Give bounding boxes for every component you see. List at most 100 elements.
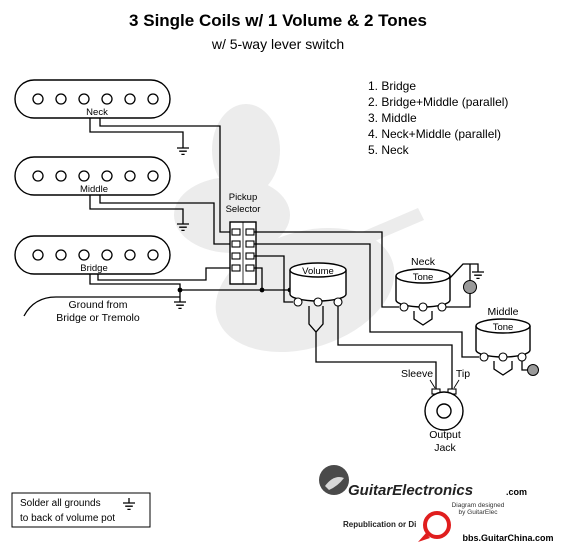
neck-tone-pot: Neck Tone xyxy=(395,256,485,326)
switch-position-list: 1. Bridge 2. Bridge+Middle (parallel) 3.… xyxy=(368,79,508,157)
bridge-pickup-label: Bridge xyxy=(80,263,107,274)
output-jack: Sleeve Tip Output Jack xyxy=(401,368,470,454)
diagram-title: 3 Single Coils w/ 1 Volume & 2 Tones xyxy=(129,11,427,30)
photo-shoulders xyxy=(174,177,290,253)
neck-pickup: Neck xyxy=(14,79,171,119)
control-wiring xyxy=(177,231,479,389)
pole-piece xyxy=(78,93,90,105)
diagram-subtitle: w/ 5-way lever switch xyxy=(211,36,344,52)
volume-pot: Volume xyxy=(289,262,347,333)
wire-middle-tone-cap xyxy=(521,361,527,371)
logo-figure-guitar-icon xyxy=(325,477,344,490)
guitarelectronics-logo: GuitarElectronics .com Diagram designed … xyxy=(319,465,527,529)
logo-credit-line1: Diagram designed xyxy=(452,502,505,509)
wire-middle-ground xyxy=(89,195,184,219)
pole-piece xyxy=(32,93,44,105)
volume-pot-top xyxy=(289,262,347,278)
pole-piece xyxy=(101,249,113,261)
pole-piece xyxy=(78,170,90,182)
middle-pickup-cover xyxy=(14,156,171,196)
neck-pickup-cover xyxy=(14,79,171,119)
switch-lug xyxy=(231,264,241,272)
neck-pickup-label: Neck xyxy=(86,107,108,118)
wire-switch-to-neck-tone xyxy=(254,231,399,308)
middle-tone-pot-top xyxy=(475,318,531,334)
selector-label-line1: Pickup xyxy=(229,192,258,203)
logo-credit-line2: by GuitarElec xyxy=(458,509,498,516)
bridge-ground-label-line1: Ground from xyxy=(69,299,128,311)
pole-piece xyxy=(124,249,136,261)
pole-piece xyxy=(55,93,67,105)
switch-position-5: 5. Neck xyxy=(368,143,410,157)
jack-label-line2: Jack xyxy=(434,442,456,454)
neck-tone-lug xyxy=(399,302,409,312)
middle-tone-lug xyxy=(498,352,508,362)
pole-piece xyxy=(101,170,113,182)
pickup-selector-switch xyxy=(229,221,257,285)
note-line2: to back of volume pot xyxy=(20,513,115,524)
volume-pot-solder-tab xyxy=(308,306,324,333)
middle-pickup-label: Middle xyxy=(80,184,108,195)
photo-guitar-neck xyxy=(320,208,424,262)
logo-tld: .com xyxy=(506,487,527,497)
wire-ground-to-jack-sleeve xyxy=(315,332,437,389)
neck-tone-lug xyxy=(437,302,447,312)
switch-lug xyxy=(245,240,255,248)
pole-piece xyxy=(124,93,136,105)
volume-pot-label: Volume xyxy=(302,266,334,277)
wire-bridge-hot xyxy=(97,267,232,281)
note-line1: Solder all grounds xyxy=(20,498,101,509)
wire-switch-ground xyxy=(254,267,263,290)
neck-tone-pot-top xyxy=(395,268,451,284)
pole-piece xyxy=(101,93,113,105)
middle-tone-label: Tone xyxy=(493,322,514,333)
middle-tone-lug xyxy=(479,352,489,362)
capacitor-icon xyxy=(527,364,539,376)
pole-piece xyxy=(147,170,159,182)
watermark-site: bbs.GuitarChina.com xyxy=(462,533,553,543)
wire-switch-to-middle-tone xyxy=(254,243,479,358)
middle-tone-pot: Middle Tone xyxy=(475,306,539,376)
note-box xyxy=(11,492,151,528)
switch-position-2: 2. Bridge+Middle (parallel) xyxy=(368,95,508,109)
bridge-ground-label-line2: Bridge or Tremolo xyxy=(56,312,140,324)
grounding-note: Solder all grounds to back of volume pot xyxy=(11,492,151,528)
wire-switch-to-volume xyxy=(254,255,293,303)
switch-lug xyxy=(231,252,241,260)
neck-tone-lug xyxy=(418,302,428,312)
switch-lug xyxy=(231,240,241,248)
switch-position-3: 3. Middle xyxy=(368,111,417,125)
middle-tone-lug xyxy=(517,352,527,362)
wire-tremolo-ground xyxy=(23,296,180,317)
wire-neck-ground xyxy=(89,118,184,143)
pole-piece xyxy=(147,249,159,261)
jack-tip-label: Tip xyxy=(456,368,470,380)
pole-piece xyxy=(147,93,159,105)
pole-piece xyxy=(55,170,67,182)
watermark: bbs.GuitarChina.com xyxy=(418,511,554,543)
switch-lug xyxy=(231,228,241,236)
pole-piece xyxy=(32,249,44,261)
middle-tone-name: Middle xyxy=(488,306,519,318)
junction-dot xyxy=(259,287,265,293)
switch-position-4: 4. Neck+Middle (parallel) xyxy=(368,127,501,141)
jack-label-line1: Output xyxy=(429,429,461,441)
capacitor-icon xyxy=(463,280,477,294)
neck-tone-solder-tab xyxy=(413,311,433,326)
switch-position-1: 1. Bridge xyxy=(368,79,416,93)
watermark-logo-tail-icon xyxy=(418,533,430,542)
wire-middle-hot xyxy=(99,195,232,245)
neck-tone-label: Tone xyxy=(413,272,434,283)
middle-tone-solder-tab xyxy=(493,361,513,376)
wire-volume-to-jack-tip xyxy=(337,306,453,389)
photo-head xyxy=(212,104,280,196)
jack-socket xyxy=(436,403,452,419)
bridge-pickup-cover xyxy=(14,235,171,275)
volume-pot-lug xyxy=(313,297,323,307)
switch-lug xyxy=(245,264,255,272)
wire-neck-tone-cap xyxy=(446,264,471,308)
volume-pot-lug xyxy=(333,297,343,307)
switch-lug xyxy=(245,228,255,236)
pickup-wiring xyxy=(23,118,232,317)
